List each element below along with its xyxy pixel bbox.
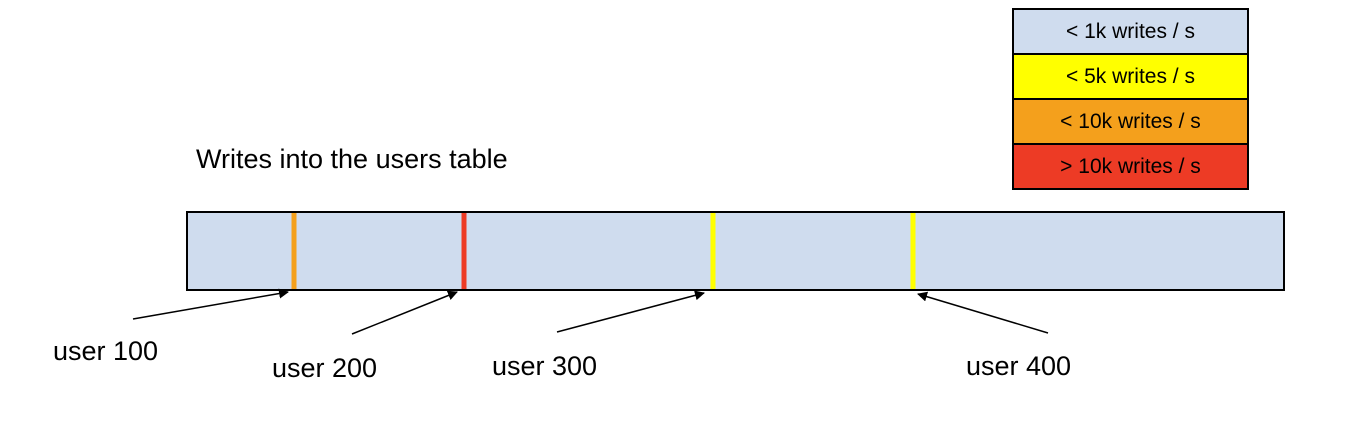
legend-item-lt-1k: < 1k writes / s — [1014, 10, 1247, 55]
users-table-bar — [186, 211, 1285, 291]
legend-item-label: < 1k writes / s — [1066, 19, 1195, 43]
arrow-user-100 — [132, 288, 289, 320]
legend-item-label: < 10k writes / s — [1060, 109, 1201, 133]
hotspot-marker-user-100 — [291, 213, 297, 289]
hotspot-marker-user-200 — [461, 213, 467, 289]
page-title: Writes into the users table — [196, 144, 508, 174]
hotspot-marker-user-400 — [910, 213, 916, 289]
user-label-300: user 300 — [492, 351, 598, 381]
hotspot-marker-user-300 — [710, 213, 715, 289]
user-label-400: user 400 — [966, 351, 1072, 381]
legend-item-label: > 10k writes / s — [1060, 154, 1201, 178]
arrow-user-300 — [556, 290, 705, 333]
legend-item-gt-10k: > 10k writes / s — [1014, 145, 1247, 188]
legend-item-lt-5k: < 5k writes / s — [1014, 55, 1247, 100]
legend: < 1k writes / s < 5k writes / s < 10k wr… — [1012, 8, 1249, 190]
legend-item-lt-10k: < 10k writes / s — [1014, 100, 1247, 145]
arrow-user-400 — [917, 291, 1049, 334]
arrow-user-200 — [351, 290, 458, 335]
user-label-100: user 100 — [53, 336, 159, 366]
legend-item-label: < 5k writes / s — [1066, 64, 1195, 88]
user-label-200: user 200 — [272, 353, 378, 383]
